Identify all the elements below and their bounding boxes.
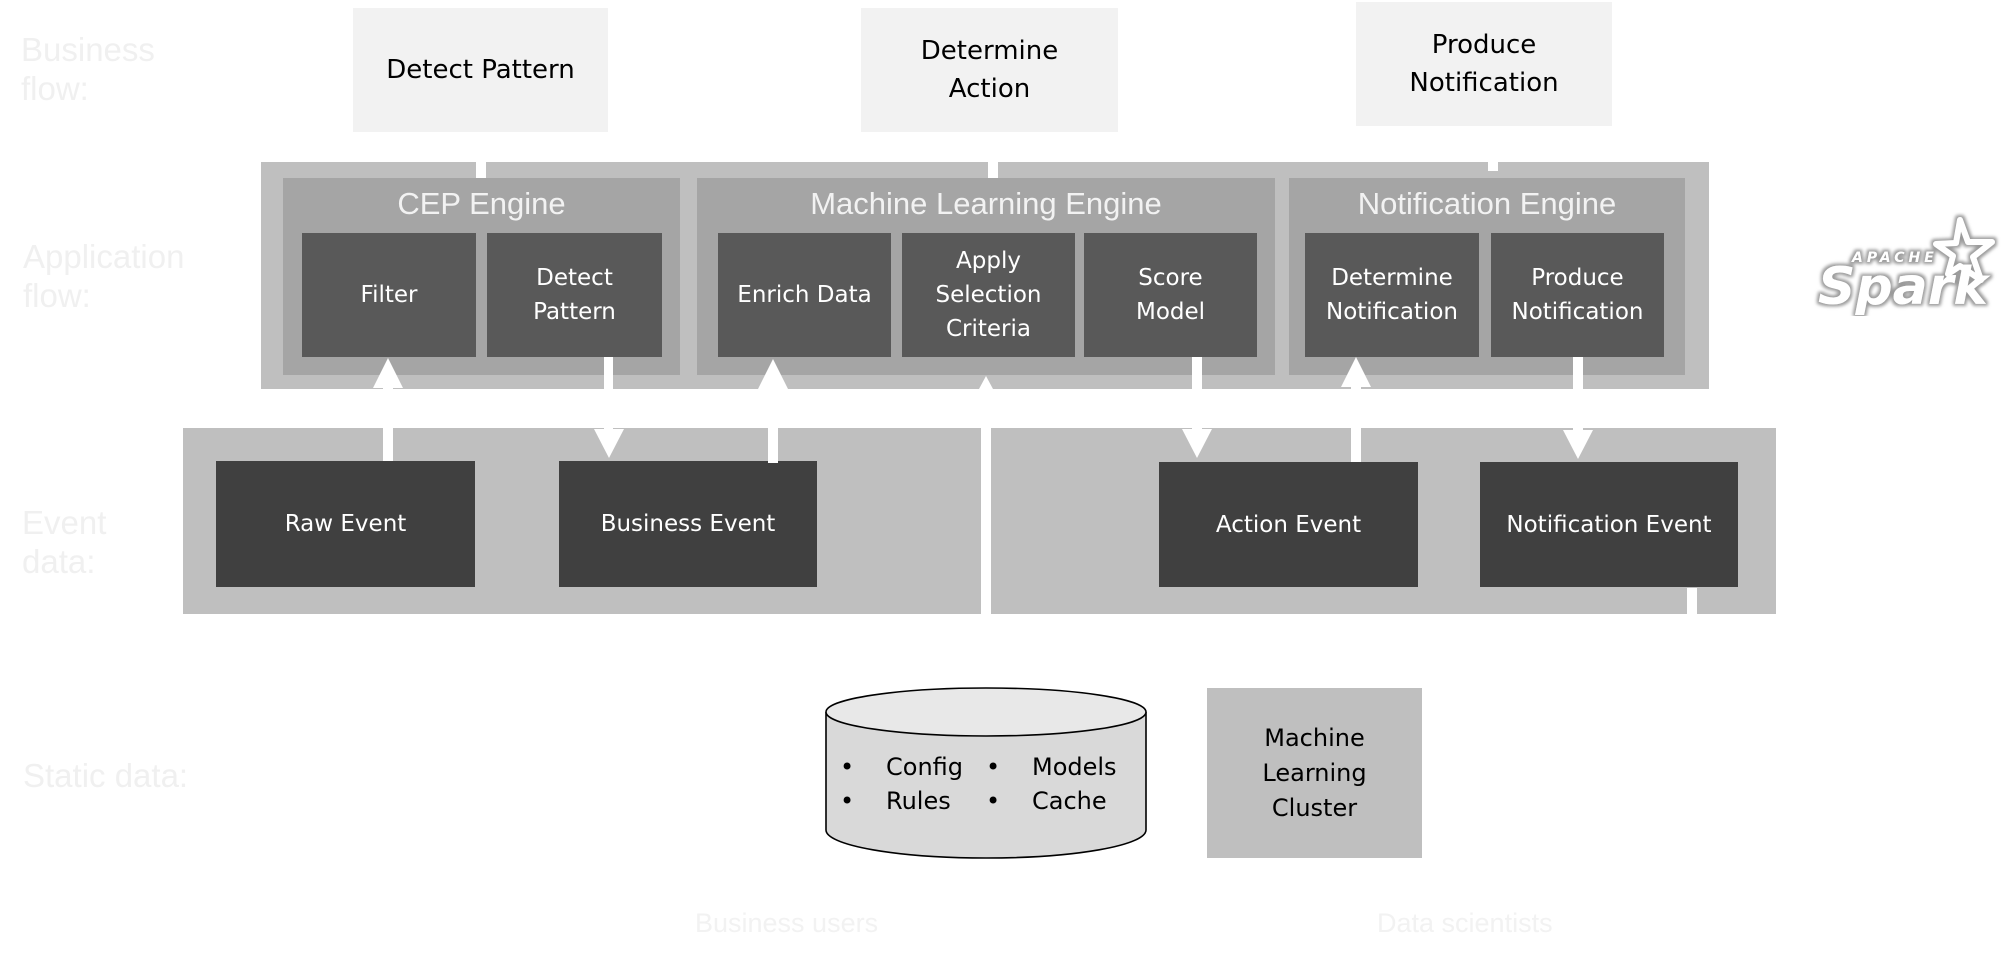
datastore-cylinder-icon[interactable]: [822, 684, 1150, 862]
notification-engine-title: Notification Engine: [1357, 186, 1617, 221]
event-business[interactable]: Business Event: [559, 461, 817, 587]
arrow-down-icon: [594, 429, 624, 458]
business-step-produce-notification[interactable]: Produce Notification: [1356, 2, 1612, 126]
connector-produce-notification: [1488, 162, 1498, 171]
arrow-up-icon: [758, 359, 788, 389]
svg-text:APACHE: APACHE: [1851, 250, 1938, 266]
label-business-users: Business users: [695, 908, 879, 938]
row-label-event-data: Event data:: [22, 504, 107, 580]
datastore-items: •Config •Rules •Models •Cache: [840, 750, 1140, 830]
component-score-model[interactable]: Score Model: [1084, 233, 1257, 357]
component-enrich-data[interactable]: Enrich Data: [718, 233, 891, 357]
event-raw[interactable]: Raw Event: [216, 461, 475, 587]
component-filter[interactable]: Filter: [302, 233, 476, 357]
connector-notification-event-out: [1687, 588, 1697, 614]
arrow-raw-to-filter-shaft: [383, 386, 393, 461]
divider-line: [981, 389, 991, 614]
cep-engine-title: CEP Engine: [397, 186, 566, 221]
arrow-up-icon: [373, 358, 403, 388]
row-label-application-flow: Application flow:: [23, 238, 185, 314]
component-detect-pattern[interactable]: Detect Pattern: [487, 233, 662, 357]
component-determine-notification[interactable]: Determine Notification: [1305, 233, 1479, 357]
label-data-scientists: Data scientists: [1377, 908, 1553, 938]
datastore-item: •Models: [986, 753, 1117, 781]
apache-spark-logo-icon: APACHE Spark: [1818, 217, 1995, 316]
ml-engine-title: Machine Learning Engine: [810, 186, 1162, 221]
row-label-static-data: Static data:: [23, 757, 189, 794]
datastore-item: •Config: [840, 753, 964, 781]
arrow-up-icon: [1341, 357, 1371, 387]
arrow-down-icon: [1563, 430, 1593, 459]
arrow-detect-to-business-shaft: [604, 357, 613, 432]
component-apply-selection-criteria[interactable]: Apply Selection Criteria: [902, 233, 1075, 357]
business-step-determine-action[interactable]: Determine Action: [861, 8, 1118, 132]
event-notification[interactable]: Notification Event: [1480, 462, 1738, 587]
arrow-produce-to-notification-shaft: [1573, 357, 1583, 432]
datastore-item: •Cache: [986, 787, 1107, 815]
row-label-business-flow: Business flow:: [21, 31, 155, 107]
datastore-item: •Rules: [840, 787, 951, 815]
event-action[interactable]: Action Event: [1159, 462, 1418, 587]
connector-detect-pattern: [476, 162, 486, 178]
arrow-score-to-action-shaft: [1192, 357, 1202, 432]
arrow-business-to-enrich-shaft: [768, 386, 778, 463]
component-produce-notification[interactable]: Produce Notification: [1491, 233, 1664, 357]
arrow-down-icon: [1182, 429, 1212, 458]
connector-determine-action: [988, 162, 998, 178]
business-step-detect-pattern[interactable]: Detect Pattern: [353, 8, 608, 132]
machine-learning-cluster[interactable]: Machine Learning Cluster: [1207, 688, 1422, 858]
arrow-action-to-determine-shaft: [1351, 386, 1361, 462]
svg-text:Spark: Spark: [1818, 257, 1991, 316]
arrow-up-small-icon: [979, 376, 993, 389]
